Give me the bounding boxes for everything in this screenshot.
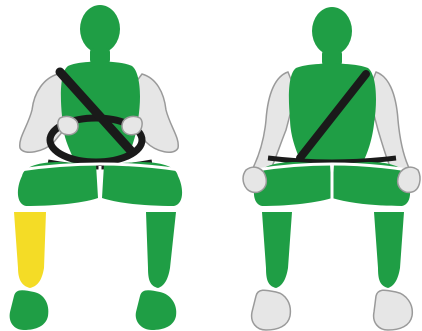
driver-right-lower-leg-highlighted (14, 212, 46, 288)
passenger-figure (243, 7, 420, 330)
driver-left-foot (136, 290, 177, 330)
driver-right-hand (122, 116, 142, 134)
passenger-right-hand (398, 167, 420, 192)
driver-head (80, 5, 120, 53)
passenger-head (312, 7, 352, 55)
passenger-left-lower-leg (262, 212, 292, 288)
driver-left-lower-leg (146, 212, 176, 288)
driver-right-foot (10, 290, 49, 330)
passenger-right-foot (374, 290, 413, 330)
passenger-left-foot (252, 290, 291, 330)
passenger-right-lower-leg (374, 212, 404, 288)
driver-left-hand (58, 116, 78, 134)
driver-figure (10, 5, 182, 330)
passenger-left-hand (243, 167, 266, 192)
